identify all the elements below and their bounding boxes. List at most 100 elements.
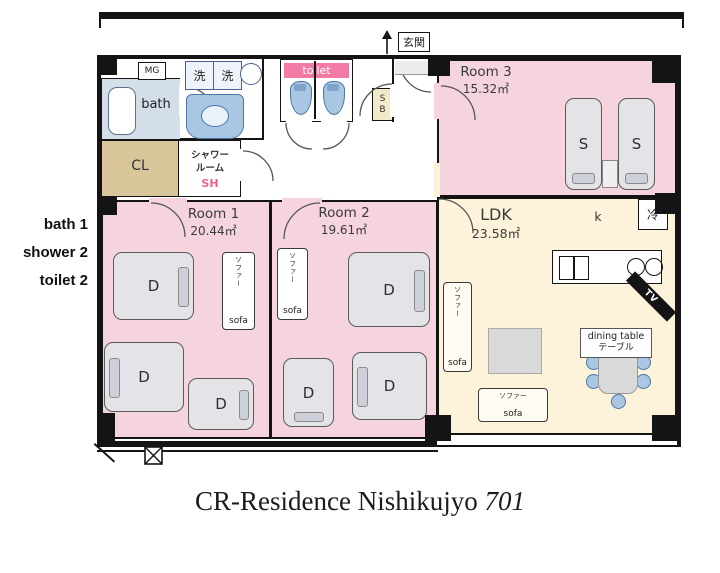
- bathtub: [108, 87, 136, 135]
- room1-area: 20.44㎡: [190, 223, 237, 238]
- nightstand: [602, 160, 618, 188]
- single-bed: S: [565, 98, 602, 190]
- note-toilet-count: toilet 2: [39, 272, 88, 289]
- dining-label-jp: テーブル: [598, 343, 634, 354]
- column: [425, 415, 451, 441]
- dining-chair: [611, 394, 626, 409]
- sofa: ソファー sofa: [222, 252, 255, 330]
- stove-burner: [645, 258, 663, 276]
- double-bed: D: [283, 358, 334, 427]
- sink: [559, 256, 574, 280]
- kitchen-label: k: [590, 209, 606, 225]
- sofa-jp-label: ソファー: [499, 392, 527, 400]
- washer-text: 洗: [221, 69, 234, 83]
- door-swings: [149, 60, 476, 240]
- bed-label: S: [578, 135, 589, 153]
- bed-label: D: [138, 368, 150, 386]
- column: [652, 59, 677, 83]
- closet-text: CL: [131, 158, 149, 174]
- balcony-edge-top: [99, 12, 684, 19]
- bath-label: bath: [133, 97, 179, 114]
- ldk-label: LDK 23.58㎡: [451, 205, 541, 242]
- vanity-sink: [186, 94, 244, 139]
- room-shower: [178, 140, 241, 197]
- ldk-area: 23.58㎡: [471, 225, 521, 241]
- dining-label-en: dining table: [587, 331, 645, 342]
- room2-area: 19.61㎡: [320, 222, 368, 237]
- sofa-jp-label: ソファー: [453, 286, 462, 318]
- floor-plan: MG bath CL シャワー ルーム SH 洗 洗 toilet SB Roo…: [97, 55, 681, 447]
- dining-table-label: dining table テーブル: [580, 328, 652, 359]
- sink: [574, 256, 589, 280]
- washer-text: 洗: [193, 69, 206, 83]
- entrance-label: 玄関: [398, 32, 430, 52]
- column: [101, 196, 117, 215]
- column: [652, 415, 677, 441]
- ldk-name: LDK: [480, 205, 512, 224]
- kitchen-counter: [552, 250, 663, 284]
- room3-name: Room 3: [460, 64, 512, 80]
- entrance-text: 玄関: [403, 36, 425, 49]
- sofa: ソファー sofa: [478, 388, 548, 422]
- closet-label: CL: [115, 157, 165, 175]
- coffee-table: [488, 328, 542, 374]
- double-bed: D: [348, 252, 430, 327]
- kitchen-text: k: [594, 209, 602, 224]
- shower-tag: SH: [201, 176, 219, 190]
- dining-chair: [636, 374, 651, 389]
- window-symbol-icon: [144, 446, 163, 465]
- column: [101, 59, 117, 75]
- column: [428, 59, 450, 76]
- double-bed: D: [104, 342, 184, 412]
- double-bed: D: [113, 252, 194, 320]
- room-ldk: [437, 197, 677, 439]
- note-bath-count: bath 1: [43, 216, 88, 233]
- room3-label: Room 3 15.32㎡: [431, 64, 541, 97]
- sofa-en-label: sofa: [229, 316, 248, 326]
- toilet-icon: [290, 81, 312, 115]
- sofa: ソファー sofa: [443, 282, 472, 372]
- room2-name: Room 2: [318, 205, 370, 221]
- shoe-box-text: SB: [377, 94, 388, 116]
- sofa-en-label: sofa: [283, 306, 302, 316]
- double-bed: D: [352, 352, 427, 420]
- room1-name: Room 1: [187, 206, 240, 222]
- balcony-tick-right: [682, 19, 684, 28]
- toilet-banner: toilet: [284, 63, 349, 78]
- plan-title: CR-Residence Nishikujyo 701: [0, 486, 720, 517]
- shower-line2: ルーム: [195, 163, 225, 175]
- washer-icon: 洗: [213, 61, 242, 90]
- room2-label: Room 2 19.61㎡: [286, 205, 402, 238]
- bed-label: D: [383, 280, 395, 299]
- pillow: [625, 173, 648, 184]
- window-strip: [437, 433, 677, 447]
- washer-icon: 洗: [185, 61, 214, 90]
- meter-box: MG: [138, 62, 166, 80]
- bed-label: D: [383, 377, 396, 395]
- double-bed: D: [188, 378, 254, 430]
- sofa-en-label: sofa: [448, 358, 467, 368]
- column: [655, 193, 677, 214]
- note-shower-count: shower 2: [22, 244, 88, 261]
- meter-box-text: MG: [144, 66, 160, 76]
- pillow: [109, 358, 120, 398]
- toilet-divider-wall: [314, 61, 316, 119]
- pillow: [239, 390, 249, 420]
- room1-label: Room 1 20.44㎡: [156, 206, 271, 239]
- side-notes: bath 1 shower 2 toilet 2: [2, 216, 88, 289]
- sofa-jp-label: ソファー: [288, 252, 297, 284]
- bed-label: D: [147, 277, 160, 295]
- entrance-step: [395, 61, 435, 75]
- single-bed: S: [618, 98, 655, 190]
- balcony-edge-bottom: [97, 450, 438, 452]
- basin-icon: [240, 63, 262, 85]
- shoe-box-label: SB: [374, 91, 391, 119]
- shower-room-label: シャワー ルーム SH: [182, 149, 238, 191]
- plan-title-name: CR-Residence Nishikujyo: [195, 486, 478, 516]
- column: [101, 413, 115, 441]
- pillow: [357, 367, 368, 407]
- bed-label: S: [631, 135, 642, 153]
- plan-title-unit: 701: [484, 486, 525, 516]
- shower-line1: シャワー: [190, 150, 229, 161]
- pillow: [572, 173, 595, 184]
